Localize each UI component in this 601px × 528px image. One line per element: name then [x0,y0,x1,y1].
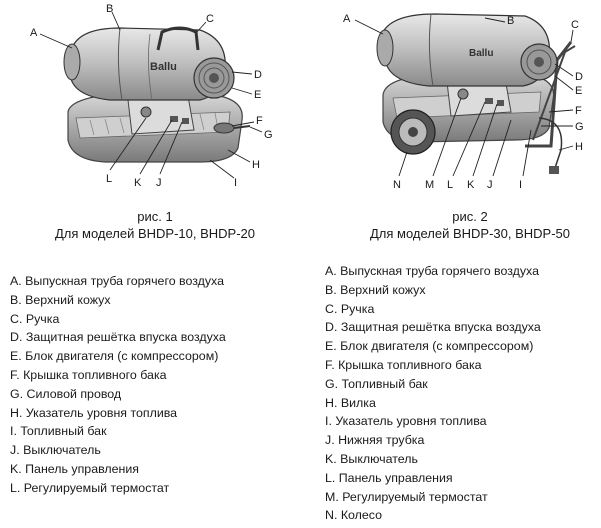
figure-1-caption: рис. 1 Для моделей BHDP-10, BHDP-20 [40,208,270,242]
legend-item: K. Выключатель [325,451,418,466]
figure-1-marker-l: L [106,173,112,185]
figure-1-marker-k: K [134,177,142,189]
legend-item: A. Выпускная труба горячего воздуха [10,274,224,288]
figure-2-marker-f: F [575,105,582,117]
figure-2-legend: A. Выпускная труба горячего воздуха B. В… [325,262,541,525]
figure-1-marker-d: D [254,69,262,81]
figure-1-legend: A. Выпускная труба горячего воздуха B. В… [10,272,226,498]
legend-item: A. Выпускная труба горячего воздуха [325,264,539,278]
figure-2-caption-models: Для моделей BHDP-30, BHDP-50 [369,226,571,241]
legend-item: B. Верхний кожух [10,292,111,307]
legend-item: F. Крышка топливного бака [10,367,167,382]
figure-1-marker-i: I [234,177,237,189]
legend-item: J. Нижняя трубка [325,433,425,448]
legend-item: C. Ручка [10,311,60,326]
legend-item: J. Выключатель [10,443,101,458]
legend-item: L. Регулируемый термостат [10,480,170,495]
legend-item: D. Защитная решётка впуска воздуха [325,320,541,335]
legend-item: H. Вилка [325,395,376,410]
figure-2-marker-k: K [467,179,475,191]
legend-item: F. Крышка топливного бака [325,357,482,372]
figure-2-marker-b: B [507,15,514,27]
figure-1-marker-j: J [156,177,162,189]
figure-1-brand-logo: Ballu [150,61,177,73]
figure-1-marker-b: B [106,3,113,15]
legend-item: G. Силовой провод [10,386,122,401]
figure-1-marker-c: C [206,13,214,25]
figure-2-brand-logo: Ballu [469,48,493,59]
figure-1-marker-e: E [254,89,261,101]
figure-2-marker-c: C [571,19,579,31]
legend-item: E. Блок двигателя (с компрессором) [325,339,534,354]
figure-1-marker-f: F [256,115,263,127]
legend-item: L. Панель управления [325,470,453,485]
legend-item: B. Верхний кожух [325,282,426,297]
legend-item: K. Панель управления [10,461,139,476]
legend-item: E. Блок двигателя (с компрессором) [10,349,219,364]
legend-item: H. Указатель уровня топлива [10,405,178,420]
legend-item: I. Указатель уровня топлива [325,414,487,429]
figure-2-marker-n: N [393,179,401,191]
figure-1-marker-a: A [30,27,38,39]
figure-2-marker-h: H [575,141,583,153]
figure-1-illustration: Ballu A B C D E F G H I J K L [10,0,280,205]
legend-item: N. Колесо [325,508,383,523]
legend-item: C. Ручка [325,301,375,316]
figure-2-marker-d: D [575,71,583,83]
figure-2-caption-number: рис. 2 [452,209,488,224]
figure-1-caption-models: Для моделей BHDP-10, BHDP-20 [54,226,256,241]
figure-1-marker-g: G [264,129,273,141]
legend-item: I. Топливный бак [10,424,107,439]
figure-2-marker-m: M [425,179,434,191]
figure-2-marker-j: J [487,179,493,191]
legend-item: M. Регулируемый термостат [325,489,488,504]
figure-2-marker-l: L [447,179,453,191]
figure-2-illustration: Ballu A B C D E F G H I J K L [335,0,601,205]
legend-item: G. Топливный бак [325,376,428,391]
figure-2-marker-g: G [575,121,584,133]
figure-1-caption-number: рис. 1 [137,209,173,224]
legend-item: D. Защитная решётка впуска воздуха [10,330,226,345]
figure-1-marker-h: H [252,159,260,171]
figure-2-marker-e: E [575,85,582,97]
figure-2-marker-a: A [343,13,351,25]
figure-2-marker-i: I [519,179,522,191]
figure-2-caption: рис. 2 Для моделей BHDP-30, BHDP-50 [350,208,590,242]
